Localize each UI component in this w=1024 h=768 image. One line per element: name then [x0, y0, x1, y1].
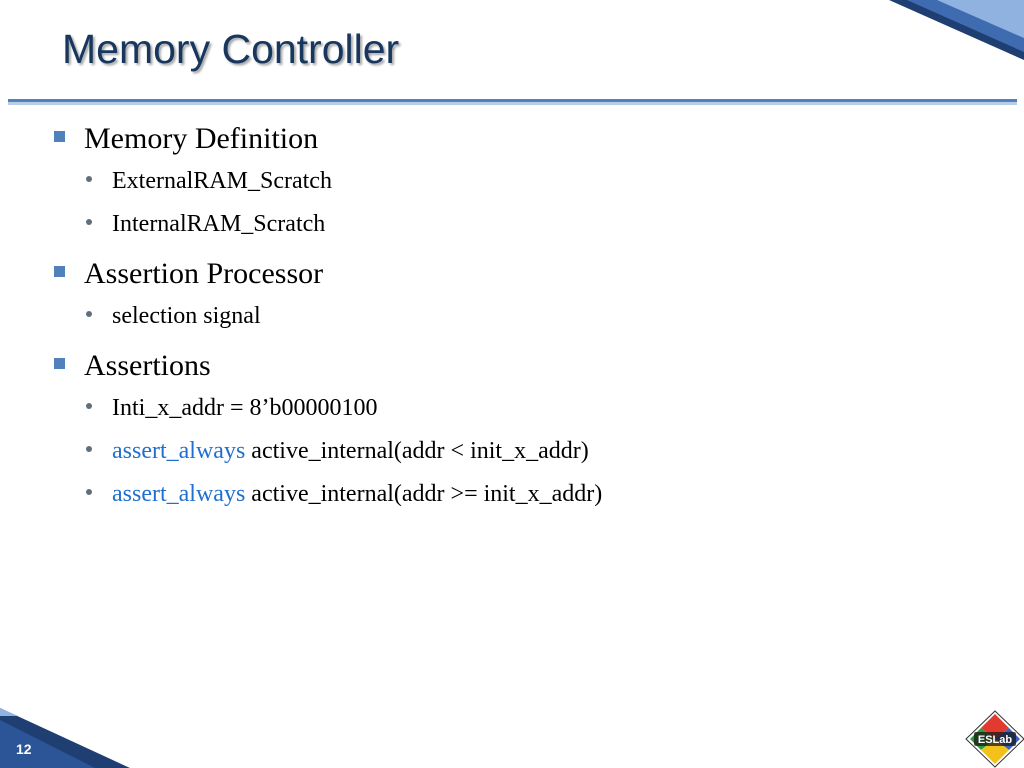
keyword-text: assert_always [112, 481, 246, 507]
bullet-level2: assert_always active_internal(addr < ini… [86, 434, 984, 468]
dot-bullet-icon [86, 489, 92, 495]
bullet-text: Inti_x_addr = 8’b00000100 [112, 395, 378, 421]
bullet-level2: InternalRAM_Scratch [86, 207, 984, 241]
bullet-text: Assertions [84, 349, 211, 382]
square-bullet-icon [54, 266, 65, 277]
bullet-level1: Memory Definition [54, 118, 984, 160]
eslab-logo-icon: ESLab [965, 710, 1024, 768]
dot-bullet-icon [86, 176, 92, 182]
slide-title: Memory Controller [62, 26, 400, 72]
svg-text:ESLab: ESLab [978, 734, 1013, 746]
bullet-level1: Assertions [54, 345, 984, 387]
bullet-level2: assert_always active_internal(addr >= in… [86, 477, 984, 511]
bullet-level2: selection signal [86, 299, 984, 333]
dot-bullet-icon [86, 311, 92, 317]
bullet-level2: Inti_x_addr = 8’b00000100 [86, 391, 984, 425]
square-bullet-icon [54, 131, 65, 142]
bullet-level2: ExternalRAM_Scratch [86, 164, 984, 198]
bullet-text: Memory Definition [84, 122, 319, 155]
bullet-text: active_internal(addr < init_x_addr) [245, 438, 589, 464]
bullet-text: active_internal(addr >= init_x_addr) [245, 481, 603, 507]
page-number: 12 [16, 741, 32, 757]
slide-content: Memory Definition ExternalRAM_Scratch In… [54, 118, 984, 520]
dot-bullet-icon [86, 446, 92, 452]
bullet-text: selection signal [112, 303, 261, 329]
keyword-text: assert_always [112, 438, 246, 464]
bullet-text: InternalRAM_Scratch [112, 211, 326, 237]
dot-bullet-icon [86, 403, 92, 409]
dot-bullet-icon [86, 219, 92, 225]
square-bullet-icon [54, 358, 65, 369]
bullet-text: ExternalRAM_Scratch [112, 168, 332, 194]
title-divider [8, 99, 1017, 102]
bullet-text: Assertion Processor [84, 257, 324, 290]
corner-decoration-bottom-left [0, 708, 130, 768]
title-divider-shadow [8, 102, 1017, 105]
bullet-level1: Assertion Processor [54, 253, 984, 295]
corner-decoration-top-right [889, 0, 1024, 60]
